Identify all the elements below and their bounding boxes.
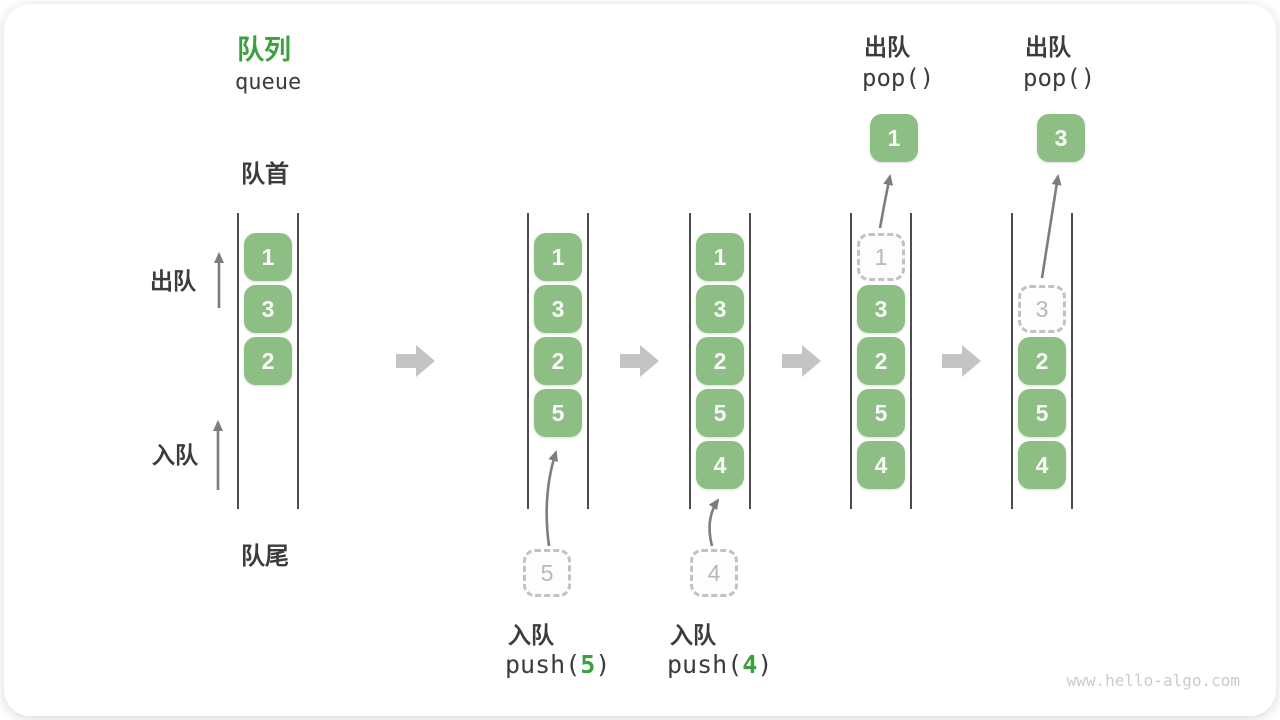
queue-item-box: 2 (1018, 337, 1066, 385)
queue-item-box: 2 (857, 337, 905, 385)
label-dequeue-side: 出队 (150, 268, 196, 294)
transition-arrow-icon (782, 345, 821, 377)
code-pop-1: pop() (862, 64, 935, 92)
queue-item-box: 5 (534, 389, 582, 437)
queue-item-box: 5 (696, 389, 744, 437)
label-queue-rear: 队尾 (241, 543, 289, 570)
popped-item-box: 1 (870, 114, 918, 162)
queue-item-box: 2 (244, 337, 292, 385)
queue-item-box: 3 (857, 285, 905, 333)
transition-arrow-icon (942, 345, 981, 377)
label-enqueue-op-1: 入队 (508, 622, 554, 648)
popped-item-box: 3 (1037, 114, 1085, 162)
code-push-4: push(4) (667, 650, 772, 679)
page-subtitle: queue (235, 70, 302, 95)
label-dequeue-op-1: 出队 (864, 34, 910, 60)
incoming-item-box: 5 (523, 549, 571, 597)
label-enqueue-op-2: 入队 (670, 622, 716, 648)
label-enqueue-side: 入队 (152, 442, 198, 468)
queue-item-box: 5 (857, 389, 905, 437)
code-arg: 4 (742, 650, 758, 679)
page-title: 队列 (237, 35, 291, 65)
queue-item-box: 4 (1018, 441, 1066, 489)
queue-item-box: 2 (696, 337, 744, 385)
queue-item-box: 4 (696, 441, 744, 489)
queue-item-box: 5 (1018, 389, 1066, 437)
code-fn: push( (667, 650, 743, 679)
queue-column-1 (237, 213, 299, 509)
code-arg: 5 (580, 650, 596, 679)
queue-column-3 (689, 213, 751, 509)
code-fn: push( (505, 650, 581, 679)
queue-item-box: 3 (244, 285, 292, 333)
transition-arrow-icon (396, 345, 435, 377)
code-close: ) (595, 650, 611, 679)
queue-column-5 (1011, 213, 1073, 509)
incoming-item-box: 4 (690, 549, 738, 597)
ghost-item-box: 3 (1018, 285, 1066, 333)
transition-arrow-icon (620, 345, 659, 377)
queue-item-box: 4 (857, 441, 905, 489)
code-push-5: push(5) (505, 650, 610, 679)
label-dequeue-op-2: 出队 (1025, 34, 1071, 60)
queue-item-box: 3 (696, 285, 744, 333)
queue-item-box: 1 (244, 233, 292, 281)
code-pop-2: pop() (1023, 64, 1096, 92)
queue-item-box: 1 (696, 233, 744, 281)
code-close: ) (757, 650, 773, 679)
queue-item-box: 1 (534, 233, 582, 281)
queue-item-box: 3 (534, 285, 582, 333)
queue-item-box: 2 (534, 337, 582, 385)
label-queue-front: 队首 (241, 161, 289, 188)
queue-column-4 (850, 213, 912, 509)
queue-column-2 (527, 213, 589, 509)
watermark: www.hello-algo.com (1066, 671, 1240, 690)
ghost-item-box: 1 (857, 233, 905, 281)
